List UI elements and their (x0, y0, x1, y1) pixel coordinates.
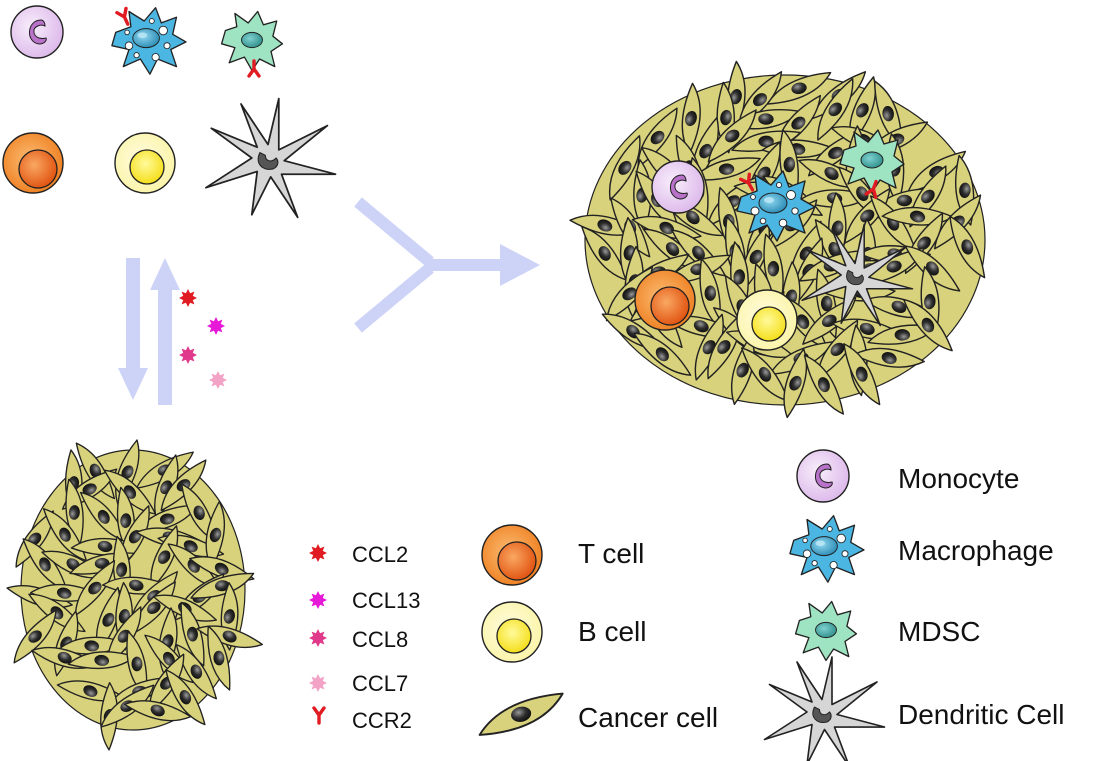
legend-ccl8-label: CCL8 (352, 627, 409, 652)
legend-ccr2-label: CCR2 (352, 708, 412, 733)
legend-cancer-cell-label: Cancer cell (578, 702, 719, 733)
legend-b-cell-label: B cell (578, 616, 647, 647)
legend-mdsc-label: MDSC (898, 616, 981, 647)
legend-ccl2-label: CCL2 (352, 542, 409, 567)
legend-t-cell-label: T cell (578, 538, 645, 569)
mdsc-icon (794, 600, 858, 662)
b-cell-icon (481, 601, 543, 663)
tumor-monocyte-icon (651, 160, 705, 214)
secreted-chemokines (179, 289, 227, 389)
legend-macrophage-label: Macrophage (898, 535, 1054, 566)
legend-ccl7-label: CCL7 (352, 671, 409, 696)
cancer-cell-icon (473, 691, 569, 738)
monocyte-icon (796, 449, 850, 503)
top-dendritic-cell-icon (205, 97, 337, 219)
ccl13-star-icon (309, 591, 327, 609)
dendritic-cell-icon (763, 656, 886, 761)
ccl7-star-icon (309, 674, 327, 692)
top-monocyte-icon (10, 5, 64, 59)
legend-monocyte-label: Monocyte (898, 463, 1020, 494)
ccl8-star-icon (309, 629, 327, 647)
legend-ccl13-label: CCL13 (352, 588, 421, 613)
ccl2-star-icon (309, 544, 327, 562)
tumor-t-cell-icon (634, 269, 696, 331)
legend-dendritic-cell-label: Dendritic Cell (898, 699, 1065, 730)
chemokine-legend-icons (309, 544, 327, 725)
tumor-left (2, 436, 264, 751)
ccr2-receptor-icon (312, 706, 326, 725)
vertical-double-arrow (118, 258, 180, 405)
macrophage-icon (789, 515, 865, 583)
top-macrophage-icon (111, 6, 187, 75)
tumor-b-cell-icon (736, 289, 798, 351)
top-t-cell-icon (2, 132, 64, 194)
merge-arrow (354, 197, 540, 333)
t-cell-icon (481, 524, 543, 586)
tumor-right (568, 60, 992, 421)
top-mdsc-icon (220, 10, 284, 78)
top-b-cell-icon (114, 132, 176, 194)
